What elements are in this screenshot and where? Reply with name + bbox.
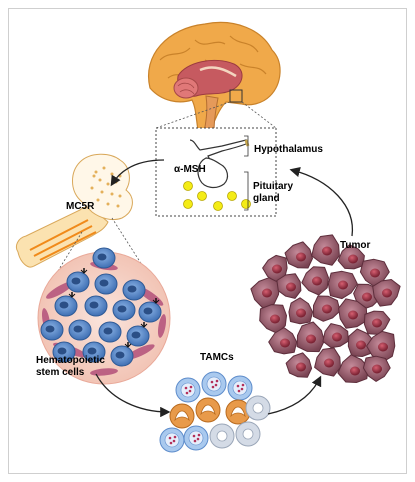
tumor-cell [250,277,281,309]
hsc-cell [98,321,122,343]
tumor-cell [284,241,313,269]
tamc-cell [175,377,201,403]
pituitary-inset [155,127,277,217]
label-alpha-msh: α-MSH [174,164,206,175]
tumor-cell [314,347,341,377]
tamc-cell [183,425,209,451]
label-hsc-line1: Hematopoietic [36,355,105,366]
label-hsc-line2: stem cells [36,367,85,378]
hsc-cell [84,295,108,317]
hsc-cell [66,268,90,293]
alpha-msh-granule [241,199,251,209]
tamc-cell [201,371,227,397]
tamc-cell [195,397,221,423]
hsc-cell [110,342,134,367]
alpha-msh-granule [183,199,193,209]
hsc-cell [94,273,118,295]
tumor-cell [322,323,349,349]
tamc-cell [235,421,261,447]
alpha-msh-granule [227,191,237,201]
tumor-cell [288,297,314,325]
tumor-cell [268,327,298,355]
hsc-cell [122,279,146,301]
hypothalamus-bracket [244,135,249,157]
bone-marrow-streaks [29,219,97,261]
pituitary-bracket [244,171,249,211]
tumor-cell [359,258,390,287]
label-tumor: Tumor [340,240,371,251]
tumor-cell [285,352,313,378]
tumor-cell [327,270,358,300]
tumor-cell [362,355,391,382]
tumor-cell [312,295,341,322]
hsc-cell [54,292,78,317]
tamc-cell [169,403,195,429]
label-hypothalamus: Hypothalamus [254,144,323,155]
cerebellum [173,77,199,99]
arrow-pituitary-to-bone [110,159,165,187]
arrow-tamcs-to-tumor [267,375,322,415]
hsc-cell [138,298,162,323]
tumor-cell [347,328,375,357]
tumor-mass [250,234,401,383]
hsc-cell [40,319,64,341]
corpus-callosum [199,66,237,78]
alpha-msh-granule [213,201,223,211]
arrow-tumor-to-pituitary [289,166,354,237]
bone-illustration [15,153,133,268]
hsc-cell [52,341,76,363]
hsc-cell [112,299,136,321]
tumor-cell [337,244,365,270]
tamc-cell [227,375,253,401]
tumor-cell [259,304,287,334]
pituitary-gland-shape [197,157,229,189]
tumor-cell [276,273,302,299]
alpha-msh-granule [183,181,193,191]
tumor-cell [301,266,329,296]
tamc-cell [225,399,251,425]
label-mc5r: MC5R [66,201,95,212]
figure-frame [8,8,407,474]
tumor-cell [363,310,391,335]
brain-illustration [148,21,281,135]
tumor-cell [338,298,368,329]
bone-marrow-niche [37,247,171,385]
tamcs-cluster [159,371,271,453]
hsc-cell [92,247,116,269]
hsc-cell [126,322,150,347]
tumor-cell [372,279,401,307]
hsc-cell [82,341,106,363]
tamc-cell [159,427,185,453]
arrow-hsc-to-tamcs [95,373,171,418]
tumor-cell [366,330,396,363]
tumor-cell [311,234,340,266]
label-tamcs: TAMCs [200,352,234,363]
label-pituitary-line2: gland [253,193,280,204]
hsc-cell [68,319,92,341]
hypothalamus-zoom-box [229,89,243,103]
label-pituitary-line1: Pituitary [253,181,294,192]
tamc-cell [209,423,235,449]
tamc-cell [245,395,271,421]
alpha-msh-granule [197,191,207,201]
bone-head [72,153,133,221]
tumor-cell [296,321,325,353]
